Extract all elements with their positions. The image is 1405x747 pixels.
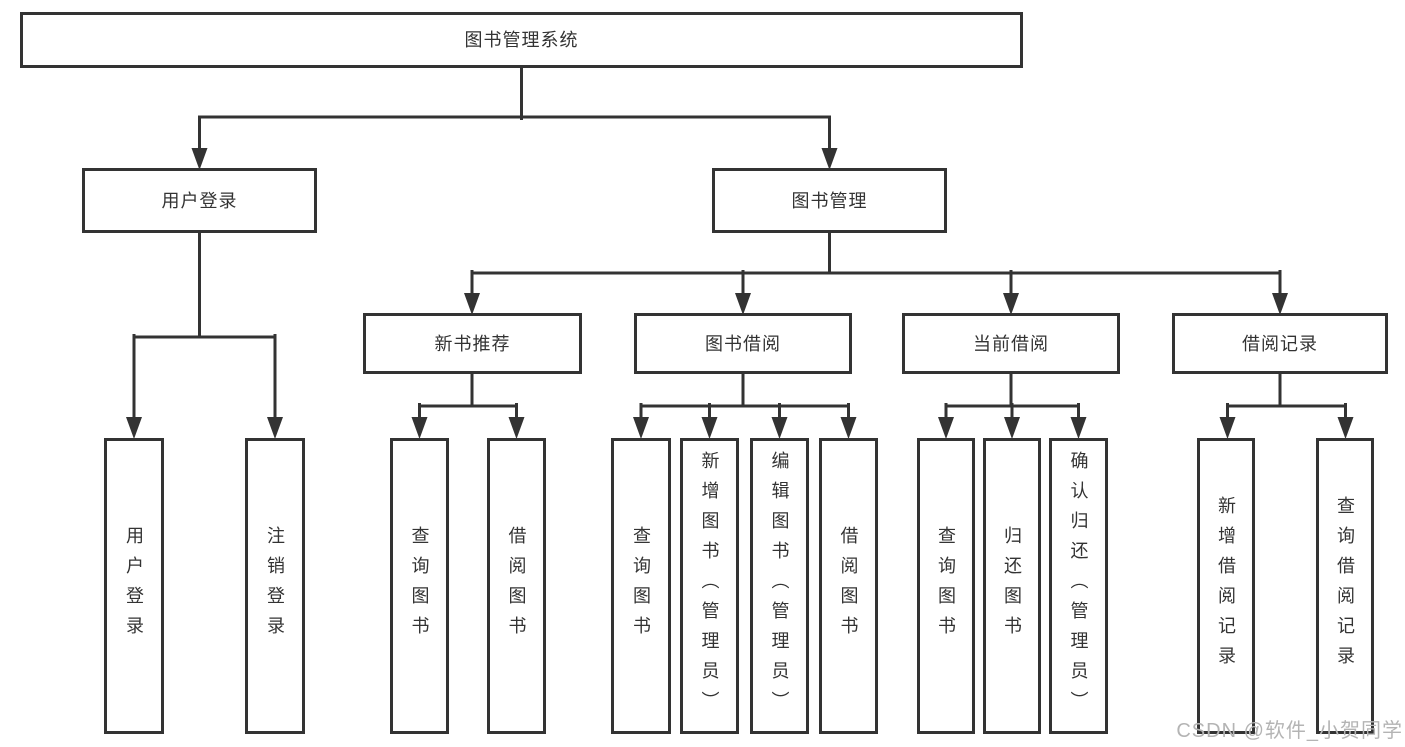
node-label: 借阅图书 [506, 526, 527, 646]
leaf-add-borrow-record: 新增借阅记录 [1197, 438, 1255, 734]
node-label: 借阅图书 [838, 526, 859, 646]
node-label: 用户登录 [124, 526, 144, 646]
leaf-logout: 注销登录 [245, 438, 305, 734]
node-label: 归还图书 [1002, 526, 1022, 646]
node-label: 新增借阅记录 [1216, 496, 1236, 676]
tree-edges [132, 64, 1347, 419]
node-label: 注销登录 [265, 526, 285, 646]
node-label: 查询图书 [631, 526, 651, 646]
leaf-edit-books-admin: 编辑图书（管理员） [750, 438, 809, 734]
node-borrowing-records: 借阅记录 [1172, 313, 1388, 374]
node-label: 图书管理系统 [464, 30, 579, 50]
leaf-recommend-query-books: 查询图书 [390, 438, 449, 734]
leaf-add-books-admin: 新增图书（管理员） [680, 438, 739, 734]
leaf-user-login: 用户登录 [104, 438, 164, 734]
node-current-borrowing: 当前借阅 [902, 313, 1120, 374]
node-user-login: 用户登录 [82, 168, 317, 233]
node-new-book-recommend: 新书推荐 [363, 313, 582, 374]
leaf-query-borrow-record: 查询借阅记录 [1316, 438, 1374, 734]
leaf-borrowing-query-books: 查询图书 [611, 438, 671, 734]
node-book-management: 图书管理 [712, 168, 947, 233]
node-label: 图书管理 [791, 190, 868, 211]
node-label: 查询图书 [409, 526, 430, 646]
node-book-borrowing: 图书借阅 [634, 313, 852, 374]
node-label: 新增图书（管理员） [699, 451, 720, 721]
node-label: 确认归还（管理员） [1068, 451, 1089, 721]
leaf-return-books: 归还图书 [983, 438, 1041, 734]
csdn-watermark: CSDN @软件_小贺同学 [1176, 720, 1403, 742]
node-label: 编辑图书（管理员） [769, 451, 790, 721]
node-label: 新书推荐 [434, 333, 511, 354]
node-label: 借阅记录 [1242, 333, 1318, 354]
node-library-management-system: 图书管理系统 [20, 12, 1023, 68]
leaf-borrowing-borrow-books: 借阅图书 [819, 438, 878, 734]
leaf-current-query-books: 查询图书 [917, 438, 975, 734]
node-label: 当前借阅 [973, 333, 1049, 354]
node-label: 图书借阅 [705, 333, 781, 354]
node-label: 查询借阅记录 [1335, 496, 1355, 676]
leaf-recommend-borrow-books: 借阅图书 [487, 438, 546, 734]
node-label: 用户登录 [161, 190, 238, 211]
arrowheads [126, 148, 1354, 439]
node-label: 查询图书 [936, 526, 956, 646]
leaf-confirm-return-admin: 确认归还（管理员） [1049, 438, 1108, 734]
